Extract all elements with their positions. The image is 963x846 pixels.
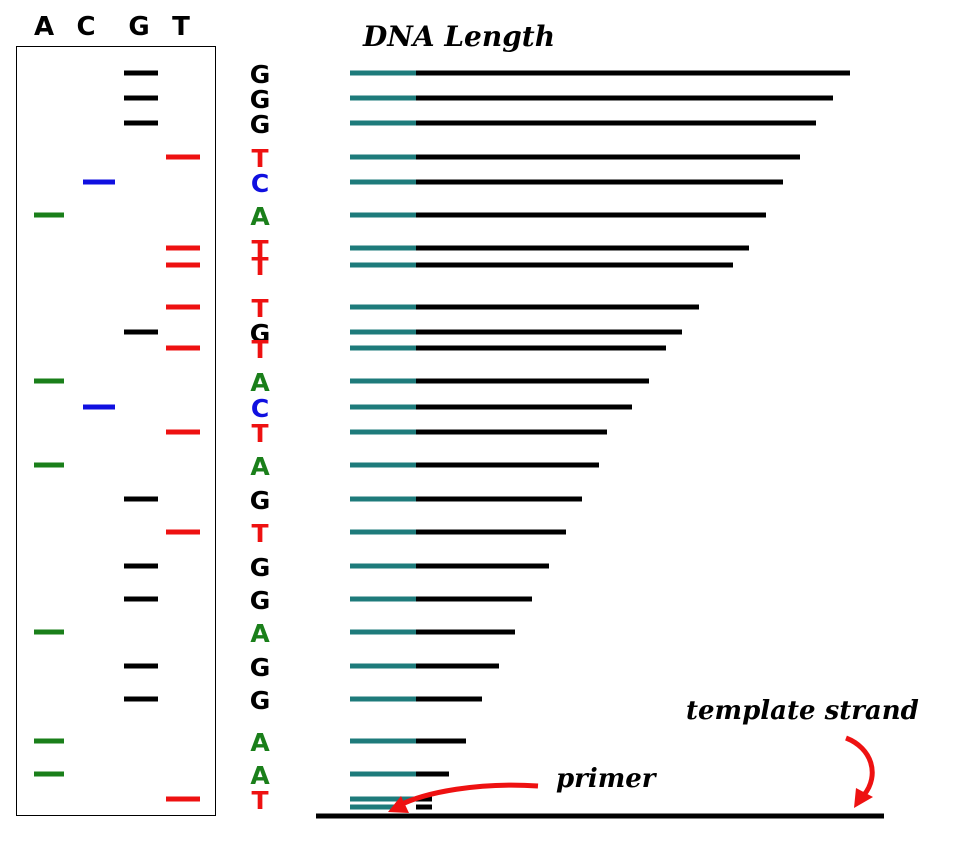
sequence-letter: G [250, 553, 271, 582]
sequence-letter: G [250, 653, 271, 682]
sequence-letter: A [250, 728, 270, 757]
diagram-title: DNA Length [363, 20, 556, 53]
sequence-letter: G [250, 586, 271, 615]
sequence-letter: A [250, 619, 270, 648]
template-strand-label: template strand [686, 696, 919, 726]
sequence-letter: T [251, 294, 268, 323]
sequence-letter: G [250, 60, 271, 89]
sequence-letter: A [250, 761, 270, 790]
sequence-letter: G [250, 319, 271, 348]
sequence-letter: A [250, 452, 270, 481]
sequence-letter: G [250, 686, 271, 715]
sequence-letter: T [251, 144, 268, 173]
sequence-letter: T [251, 419, 268, 448]
lane-header-g: G [128, 12, 150, 42]
sequence-letter: C [251, 169, 269, 198]
sequence-letter: T [251, 786, 268, 815]
sequence-letter: T [251, 235, 268, 264]
dna-fragments [350, 70, 850, 802]
sequence-letter: G [250, 85, 271, 114]
sequence-letter: C [251, 394, 269, 423]
lane-header-t: T [172, 12, 190, 42]
template-arrow [844, 735, 875, 797]
sequence-letter: A [250, 368, 270, 397]
primer-arrowhead [388, 796, 409, 813]
lane-header-c: C [76, 12, 96, 42]
sequence-letter: T [251, 519, 268, 548]
sequence-letter: A [250, 202, 270, 231]
gel-box [16, 46, 216, 816]
primer-label: primer [556, 764, 656, 794]
sequence-letter: T [251, 252, 268, 281]
primer-arrow [396, 782, 539, 809]
template-arrowhead [854, 788, 873, 808]
sequence-letter: T [251, 335, 268, 364]
sequence-letter: G [250, 486, 271, 515]
gel-bands [34, 70, 200, 802]
sequence-letter: G [250, 110, 271, 139]
lane-header-a: A [33, 12, 55, 42]
